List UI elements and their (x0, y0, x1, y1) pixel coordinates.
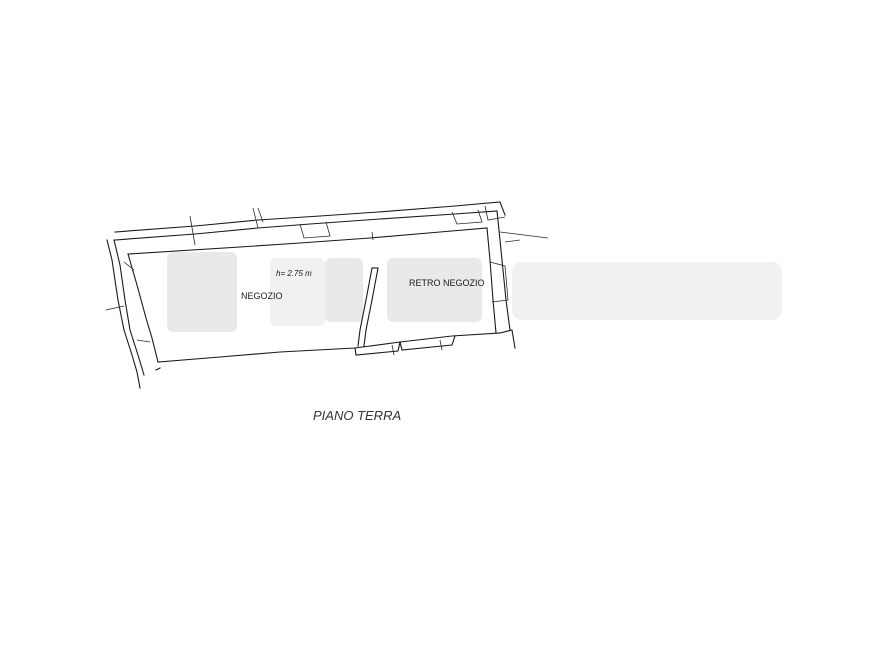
ceiling-height-label: h= 2.75 m (276, 269, 312, 278)
outer-walls (106, 201, 516, 389)
partition-wall (357, 267, 379, 347)
redacted-patch-mid2 (325, 258, 363, 322)
redacted-patch-right (387, 258, 482, 322)
redacted-patches (167, 252, 782, 332)
room-label-negozio: NEGOZIO (241, 291, 283, 301)
floor-title: PIANO TERRA (313, 408, 401, 423)
redacted-patch-left (167, 252, 237, 332)
redacted-patch-mid (270, 258, 325, 326)
fixtures (105, 205, 549, 356)
redacted-patch-outside (512, 262, 782, 320)
room-label-retro-negozio: RETRO NEGOZIO (409, 278, 485, 288)
